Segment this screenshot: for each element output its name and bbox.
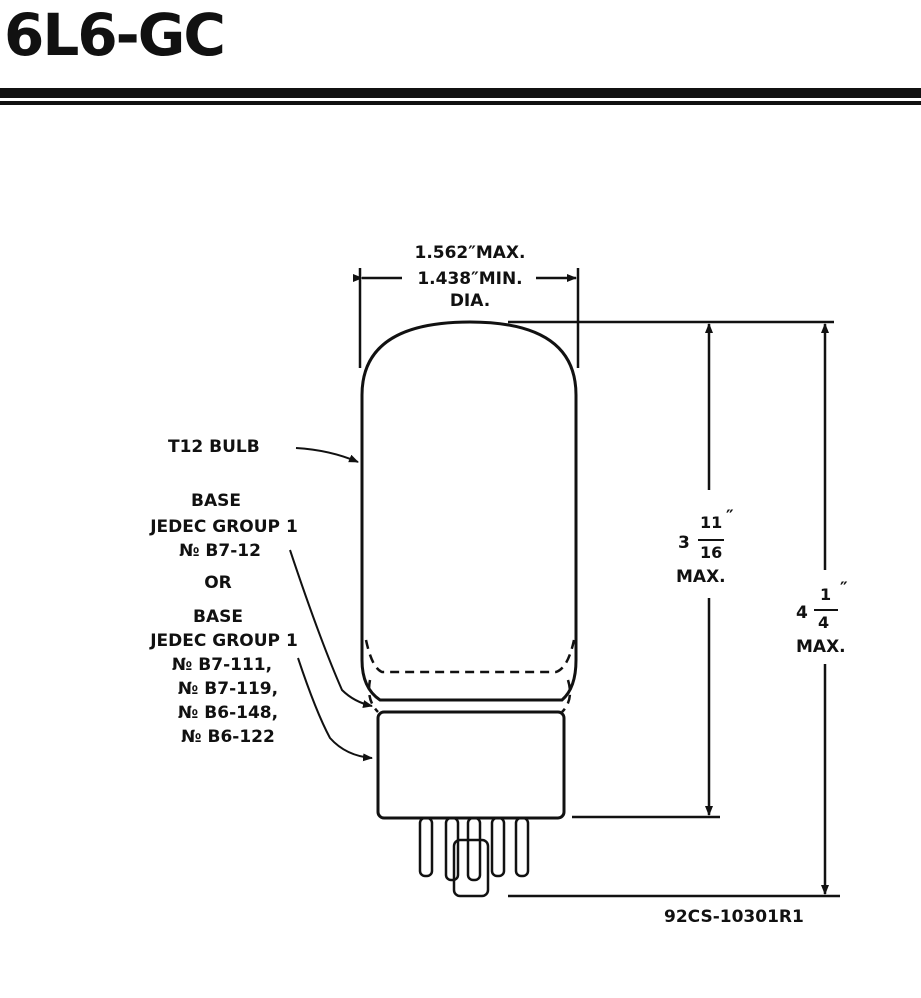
seated-height-whole: 3 bbox=[678, 533, 690, 553]
base-label-or: OR bbox=[204, 573, 232, 593]
header-rule-thin bbox=[0, 101, 921, 105]
base-pins bbox=[418, 816, 530, 898]
diameter-dimension bbox=[353, 268, 580, 368]
seated-height-denominator: 16 bbox=[700, 543, 722, 562]
base-leader-2 bbox=[297, 657, 373, 762]
base-label-3: № B7-12 bbox=[179, 541, 261, 561]
bulb-outline bbox=[360, 320, 578, 702]
drawing-number: 92CS-10301R1 bbox=[664, 907, 804, 927]
overall-height-denominator: 4 bbox=[818, 613, 829, 632]
base-label-7: № B7-119, bbox=[178, 679, 278, 699]
base-label-8: № B6-148, bbox=[178, 703, 278, 723]
diameter-max-label: 1.562″MAX. bbox=[414, 243, 525, 263]
seated-height-inch-mark: ″ bbox=[726, 507, 734, 527]
page-title: 6L6-GC bbox=[4, 1, 226, 69]
header-rule-thick bbox=[0, 88, 921, 98]
base-leader-1 bbox=[289, 549, 373, 708]
diameter-dia-label: DIA. bbox=[450, 291, 490, 311]
base-label-4: BASE bbox=[193, 607, 243, 627]
overall-height-numerator: 1 bbox=[820, 585, 831, 604]
bulb-label: T12 BULB bbox=[168, 437, 260, 457]
overall-height-whole: 4 bbox=[796, 603, 808, 623]
overall-height-inch-mark: ″ bbox=[840, 579, 848, 599]
diameter-min-label: 1.438″MIN. bbox=[417, 269, 522, 289]
seated-height-numerator: 11 bbox=[700, 513, 722, 532]
base-label-1: BASE bbox=[191, 491, 241, 511]
height-extension-lines bbox=[508, 320, 840, 898]
base-label-6: № B7-111, bbox=[172, 655, 272, 675]
base-label-5: JEDEC GROUP 1 bbox=[149, 631, 298, 651]
overall-height-max: MAX. bbox=[796, 637, 846, 657]
bulb-base-dashed-outline bbox=[364, 639, 576, 713]
base-label-2: JEDEC GROUP 1 bbox=[149, 517, 298, 537]
base-label-9: № B6-122 bbox=[181, 727, 275, 747]
base-shell bbox=[376, 710, 566, 820]
bulb-leader bbox=[295, 447, 359, 463]
seated-height-max: MAX. bbox=[676, 567, 726, 587]
